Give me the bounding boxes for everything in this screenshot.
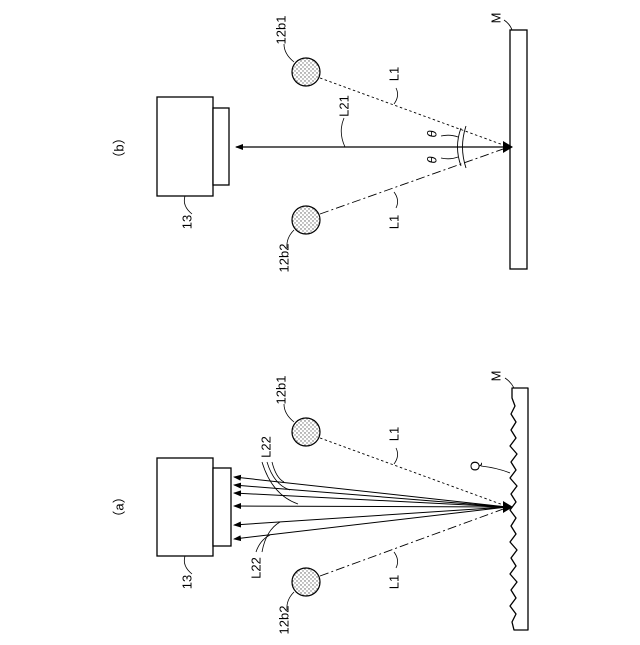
camera-b	[157, 97, 229, 196]
roughness-a-label: Q	[467, 461, 482, 471]
svg-text:θ: θ	[424, 156, 439, 163]
svg-text:M: M	[488, 13, 503, 24]
scatter-a-upper-label: L22	[258, 436, 273, 458]
illum-b-upper-label: L1	[386, 67, 401, 81]
svg-text:L1: L1	[386, 427, 401, 441]
light-b-lower-label: 12b2	[276, 244, 291, 273]
angle-b-upper-label: θ	[424, 130, 439, 137]
svg-text:13: 13	[179, 215, 194, 229]
svg-text:12b1: 12b1	[273, 16, 288, 45]
illum-b-lower-label: L1	[386, 215, 401, 229]
surface-b-label: M	[488, 13, 503, 24]
camera-a-label: 13	[179, 575, 194, 589]
svg-text:M: M	[488, 371, 503, 382]
light-a-lower-label: 12b2	[276, 606, 291, 635]
scatter-ray	[234, 493, 507, 507]
svg-text:13: 13	[179, 575, 194, 589]
light-source-b-lower	[292, 206, 320, 234]
scatter-rays-a	[234, 477, 507, 539]
light-source-a-lower	[292, 568, 320, 596]
svg-text:L1: L1	[386, 215, 401, 229]
angle-b-lower-label: θ	[424, 156, 439, 163]
scatter-ray	[234, 477, 507, 507]
panel-b-label: （b）	[111, 131, 126, 164]
camera-b-label: 13	[179, 215, 194, 229]
illum-a-upper-label: L1	[386, 427, 401, 441]
svg-text:Q: Q	[467, 461, 482, 471]
svg-text:L21: L21	[336, 95, 351, 117]
svg-text:L1: L1	[386, 67, 401, 81]
svg-text:12b1: 12b1	[273, 376, 288, 405]
surface-b	[510, 30, 527, 269]
light-a-upper-label: 12b1	[273, 376, 288, 405]
svg-text:（b）: （b）	[111, 131, 126, 164]
illum-ray-b-lower	[320, 148, 506, 214]
svg-text:12b2: 12b2	[276, 606, 291, 635]
scatter-a-lower-label: L22	[248, 557, 263, 579]
surface-a	[510, 388, 528, 630]
panel-a: （a） 13 12b1 12b2 M Q	[111, 371, 528, 635]
surface-a-label: M	[488, 371, 503, 382]
camera-a	[157, 458, 231, 556]
reflect-b-label: L21	[336, 95, 351, 117]
panel-b: （b） 13 12b1 12b2 M	[111, 13, 527, 273]
scatter-ray	[234, 506, 507, 507]
svg-text:L22: L22	[258, 436, 273, 458]
light-source-a-upper	[292, 418, 320, 446]
svg-text:θ: θ	[424, 130, 439, 137]
svg-text:（a）: （a）	[111, 490, 126, 523]
svg-text:L22: L22	[248, 557, 263, 579]
panel-a-label: （a）	[111, 490, 126, 523]
illum-a-lower-label: L1	[386, 575, 401, 589]
light-source-b-upper	[292, 58, 320, 86]
svg-text:12b2: 12b2	[276, 244, 291, 273]
svg-text:L1: L1	[386, 575, 401, 589]
light-b-upper-label: 12b1	[273, 16, 288, 45]
